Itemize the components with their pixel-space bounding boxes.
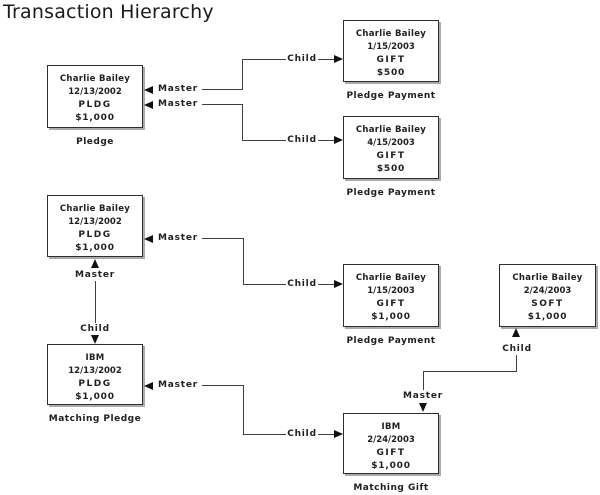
node-caption-matching-pledge: Matching Pledge: [48, 414, 142, 424]
transaction-date: 2/24/2003: [523, 286, 572, 296]
page-title: Transaction Hierarchy: [3, 1, 214, 23]
connector-line: [242, 140, 286, 141]
edge-label-child: Child: [72, 324, 118, 334]
transaction-node-pledge[interactable]: Charlie Bailey 12/13/2002 PLDG $1,000: [47, 65, 143, 128]
connector-line: [242, 59, 286, 60]
transaction-node-matching-pledge[interactable]: IBM 12/13/2002 PLDG $1,000: [47, 344, 143, 405]
edge-label-master: Master: [155, 380, 201, 390]
node-caption-pledge: Pledge: [76, 137, 114, 147]
connector-line: [318, 59, 334, 60]
constituent-name: Charlie Bailey: [355, 125, 427, 135]
arrowhead-right-icon: [334, 55, 343, 63]
transaction-date: 12/13/2002: [68, 87, 122, 97]
connector-line: [202, 385, 244, 386]
transaction-node-pledge-payment-3[interactable]: Charlie Bailey 1/15/2003 GIFT $1,000: [343, 264, 439, 327]
constituent-name: Charlie Bailey: [59, 204, 131, 214]
transaction-type: GIFT: [376, 448, 406, 458]
edge-label-child: Child: [286, 54, 318, 64]
connector-line: [423, 371, 517, 372]
transaction-type: PLDG: [78, 379, 112, 389]
transaction-node-pledge-middle[interactable]: Charlie Bailey 12/13/2002 PLDG $1,000: [47, 195, 143, 257]
transaction-type: GIFT: [376, 55, 406, 65]
arrowhead-right-icon: [334, 280, 343, 288]
edge-label-child: Child: [494, 344, 540, 354]
transaction-node-pledge-payment-1[interactable]: Charlie Bailey 1/15/2003 GIFT $500: [343, 20, 439, 82]
connector-line: [243, 434, 286, 435]
transaction-date: 1/15/2003: [367, 42, 415, 52]
constituent-name: IBM: [381, 422, 401, 432]
connector-line: [318, 284, 334, 285]
transaction-amount: $1,000: [75, 243, 115, 253]
edge-label-master: Master: [155, 84, 201, 94]
edge-label-child: Child: [286, 279, 318, 289]
arrowhead-right-icon: [334, 430, 343, 438]
transaction-date: 12/13/2002: [68, 366, 122, 376]
transaction-type: GIFT: [376, 151, 406, 161]
transaction-date: 12/13/2002: [68, 217, 122, 227]
connector-line: [95, 281, 96, 323]
connector-line: [318, 140, 334, 141]
arrowhead-left-icon: [144, 101, 153, 109]
transaction-type: PLDG: [78, 230, 112, 240]
node-caption-matching-gift: Matching Gift: [353, 483, 429, 493]
transaction-date: 2/24/2003: [367, 435, 415, 445]
transaction-amount: $1,000: [527, 312, 568, 322]
node-caption-pledge-payment-3: Pledge Payment: [346, 336, 436, 346]
arrowhead-left-icon: [144, 86, 153, 94]
transaction-node-soft-credit[interactable]: Charlie Bailey 2/24/2003 SOFT $1,000: [499, 264, 596, 327]
arrowhead-down-icon: [91, 335, 99, 344]
edge-label-master: Master: [155, 99, 201, 109]
constituent-name: Charlie Bailey: [355, 273, 427, 283]
transaction-amount: $1,000: [75, 392, 115, 402]
transaction-date: 4/15/2003: [367, 138, 415, 148]
constituent-name: IBM: [85, 353, 105, 363]
arrowhead-down-icon: [419, 403, 427, 412]
transaction-amount: $1,000: [371, 312, 411, 322]
connector-line: [318, 434, 334, 435]
transaction-type: GIFT: [376, 299, 406, 309]
connector-line: [243, 239, 244, 285]
transaction-amount: $1,000: [371, 461, 411, 471]
arrowhead-right-icon: [334, 136, 343, 144]
transaction-amount: $500: [376, 164, 406, 174]
arrowhead-up-icon: [91, 259, 99, 268]
connector-line: [516, 355, 517, 372]
node-caption-pledge-payment-2: Pledge Payment: [346, 188, 436, 198]
connector-line: [202, 104, 243, 105]
arrowhead-up-icon: [512, 328, 520, 337]
edge-label-master: Master: [72, 270, 118, 280]
edge-label-child: Child: [286, 429, 318, 439]
connector-line: [423, 371, 424, 390]
edge-label-master: Master: [400, 391, 446, 401]
transaction-node-matching-gift[interactable]: IBM 2/24/2003 GIFT $1,000: [343, 413, 439, 474]
connector-line: [202, 89, 243, 90]
node-caption-pledge-payment-1: Pledge Payment: [346, 91, 436, 101]
arrowhead-left-icon: [144, 235, 153, 243]
arrowhead-left-icon: [144, 382, 153, 390]
connector-line: [202, 238, 244, 239]
transaction-amount: $500: [376, 68, 406, 78]
constituent-name: Charlie Bailey: [512, 273, 583, 283]
edge-label-master: Master: [155, 233, 201, 243]
connector-line: [243, 284, 286, 285]
transaction-type: SOFT: [531, 299, 564, 309]
connector-line: [242, 105, 243, 141]
transaction-type: PLDG: [78, 100, 112, 110]
transaction-node-pledge-payment-2[interactable]: Charlie Bailey 4/15/2003 GIFT $500: [343, 116, 439, 179]
edge-label-child: Child: [286, 135, 318, 145]
transaction-date: 1/15/2003: [367, 286, 415, 296]
connector-line: [242, 59, 243, 90]
transaction-amount: $1,000: [75, 113, 115, 123]
constituent-name: Charlie Bailey: [59, 74, 131, 84]
connector-line: [243, 386, 244, 435]
constituent-name: Charlie Bailey: [355, 29, 427, 39]
